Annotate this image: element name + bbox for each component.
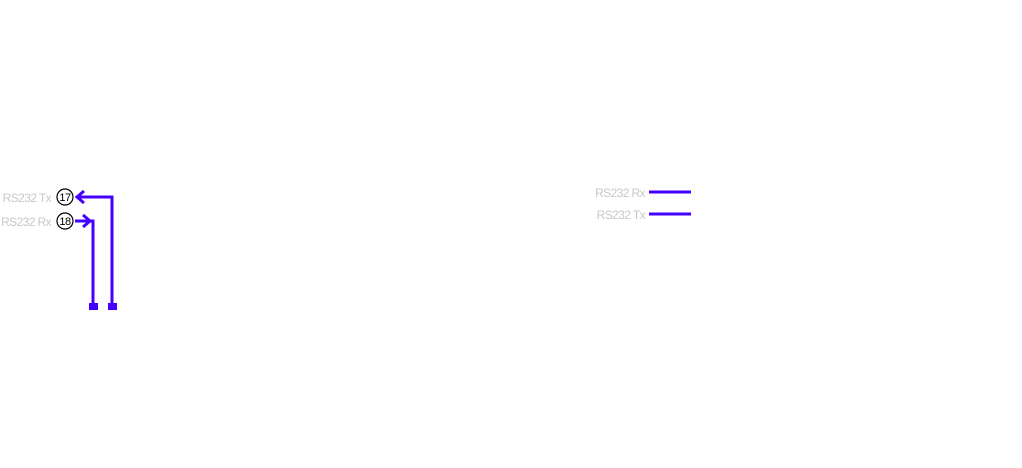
wire-rx[interactable] (75, 213, 98, 310)
arrow-left-icon (74, 189, 85, 205)
right-pin-rx[interactable]: RS232 Rx (595, 186, 691, 200)
left-pin-17: RS232 Tx 17 (3, 188, 74, 206)
pin-label-rs232-tx: RS232 Tx (3, 191, 52, 205)
pin-circle (56, 188, 74, 206)
wire-end-terminal (89, 303, 98, 310)
wire-end-terminal (108, 303, 117, 310)
left-pin-18: RS232 Rx 18 (1, 212, 74, 230)
pin-number: 17 (59, 192, 71, 204)
pin-label-rs232-rx: RS232 Rx (595, 186, 645, 200)
wire-tx[interactable] (74, 189, 117, 310)
arrow-right-icon (82, 213, 93, 229)
pin-label-rs232-tx: RS232 Tx (597, 208, 646, 222)
pin-label-rs232-rx: RS232 Rx (1, 215, 51, 229)
pin-circle (56, 212, 74, 230)
right-pin-tx[interactable]: RS232 Tx (597, 208, 691, 222)
pin-number: 18 (59, 216, 71, 228)
